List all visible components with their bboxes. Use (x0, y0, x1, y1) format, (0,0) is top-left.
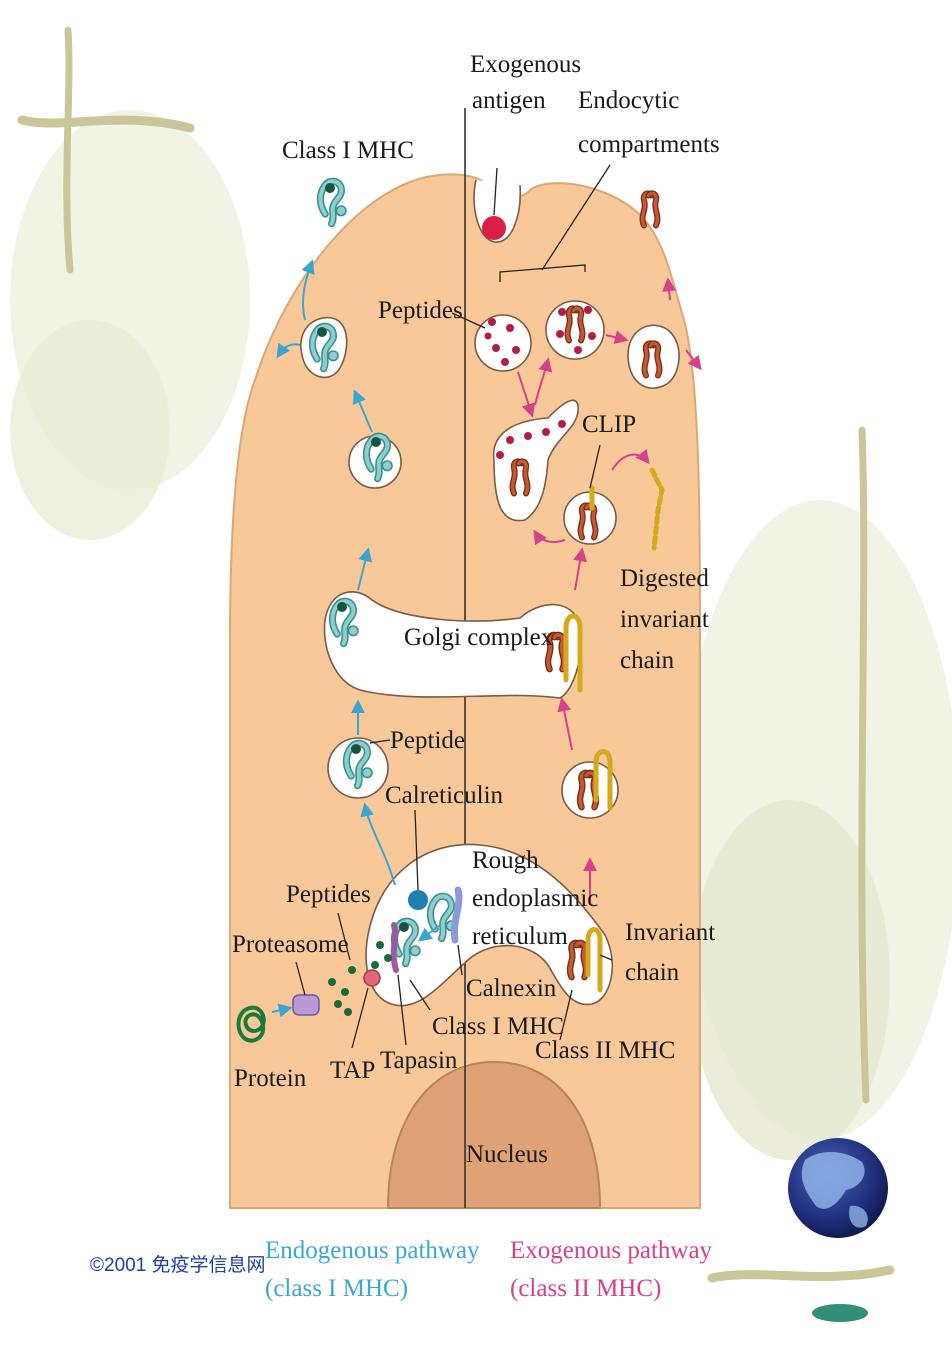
label-peptides-bottom: Peptides (286, 881, 371, 908)
endocytic-pit (473, 179, 522, 243)
bound-peptides-endogenous (317, 183, 409, 932)
label-calreticulin: Calreticulin (385, 782, 504, 809)
label-digested-3: chain (620, 647, 675, 674)
label-rer-1: Rough (472, 847, 539, 874)
endogenous-arrows (271, 259, 441, 1018)
invariant-chains (563, 467, 665, 993)
er-chaperones (390, 886, 463, 973)
legend-exogenous-title: Exogenous pathway (510, 1237, 713, 1264)
legend-exogenous-sub: (class II MHC) (510, 1275, 662, 1302)
diagram-labels: Exogenous antigen Endocytic compartments… (232, 51, 720, 1168)
label-rer-2: endoplasmic (472, 885, 598, 912)
label-tap: TAP (330, 1057, 375, 1084)
label-exogenous-antigen-1: Exogenous (470, 51, 581, 78)
rough-er (365, 843, 614, 1007)
label-protein: Protein (234, 1065, 307, 1092)
label-peptides-top: Peptides (378, 297, 463, 324)
label-class-ii: Class II MHC (535, 1037, 675, 1064)
label-peptide: Peptide (390, 727, 465, 754)
antigen-peptides (484, 306, 596, 459)
label-invariant-1: Invariant (625, 919, 715, 946)
label-digested-1: Digested (620, 565, 709, 592)
label-nucleus: Nucleus (466, 1141, 548, 1168)
label-invariant-2: chain (625, 959, 680, 986)
globe-icon (788, 1138, 888, 1322)
label-exogenous-antigen-2: antigen (472, 87, 546, 114)
label-golgi: Golgi complex (404, 624, 554, 651)
exogenous-arrows (517, 277, 702, 905)
label-digested-2: invariant (620, 606, 709, 633)
legend-exogenous: Exogenous pathway (class II MHC) (510, 1232, 712, 1308)
label-tapasin: Tapasin (380, 1047, 458, 1074)
label-class-i-top: Class I MHC (282, 137, 414, 164)
label-endocytic-2: compartments (578, 131, 720, 158)
copyright-text: ©2001 免疫学信息网 (90, 1255, 266, 1276)
protein-processing (236, 941, 392, 1043)
leader-lines (295, 164, 613, 1049)
label-endocytic-1: Endocytic (578, 87, 679, 114)
legend-endogenous-sub: (class I MHC) (265, 1275, 409, 1302)
label-clip: CLIP (582, 411, 636, 438)
label-class-i-bottom: Class I MHC (432, 1013, 564, 1040)
legend-endogenous-title: Endogenous pathway (265, 1237, 480, 1264)
label-rer-3: reticulum (472, 923, 568, 950)
label-proteasome: Proteasome (232, 931, 349, 958)
nucleus (386, 1060, 602, 1209)
vesicles-exogenous (474, 300, 680, 819)
label-calnexin: Calnexin (466, 975, 557, 1002)
legend-endogenous: Endogenous pathway (class I MHC) (265, 1232, 480, 1308)
